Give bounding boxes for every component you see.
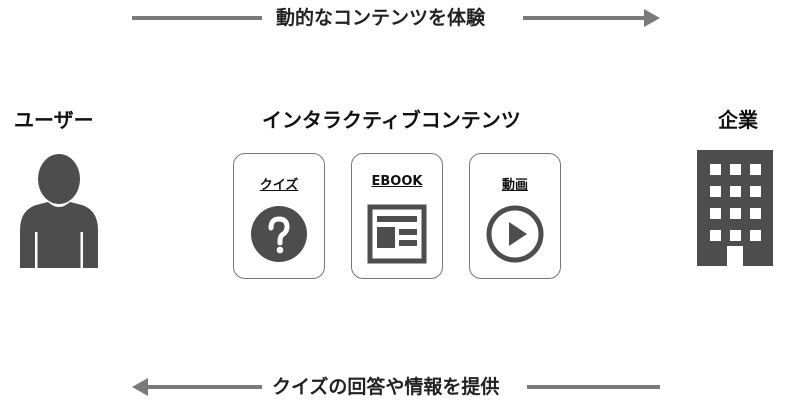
bottom-flow-label: クイズの回答や情報を提供 (272, 376, 500, 398)
card-quiz-label: クイズ (259, 178, 299, 193)
play-circle-icon (486, 205, 544, 263)
card-video[interactable]: 動画 (469, 153, 561, 279)
user-title: ユーザー (14, 108, 94, 132)
card-video-label: 動画 (501, 178, 528, 193)
bottom-arrow-line-right (527, 385, 660, 389)
card-ebook-label: EBOOK (371, 174, 423, 189)
top-flow-label: 動的なコンテンツを体験 (276, 7, 486, 29)
person-icon (20, 154, 98, 268)
top-arrow-line-left (132, 16, 262, 20)
ebook-layout-icon (367, 204, 427, 264)
top-arrow-line-right (523, 16, 645, 20)
center-title: インタラクティブコンテンツ (262, 108, 521, 132)
bottom-arrow-head (132, 378, 148, 396)
top-arrow-head (644, 9, 660, 27)
building-icon (697, 150, 773, 266)
question-circle-icon (251, 206, 307, 262)
card-ebook[interactable]: EBOOK (351, 153, 443, 279)
company-title: 企業 (718, 108, 758, 132)
bottom-arrow-line-left (146, 385, 262, 389)
card-quiz[interactable]: クイズ (233, 153, 325, 279)
